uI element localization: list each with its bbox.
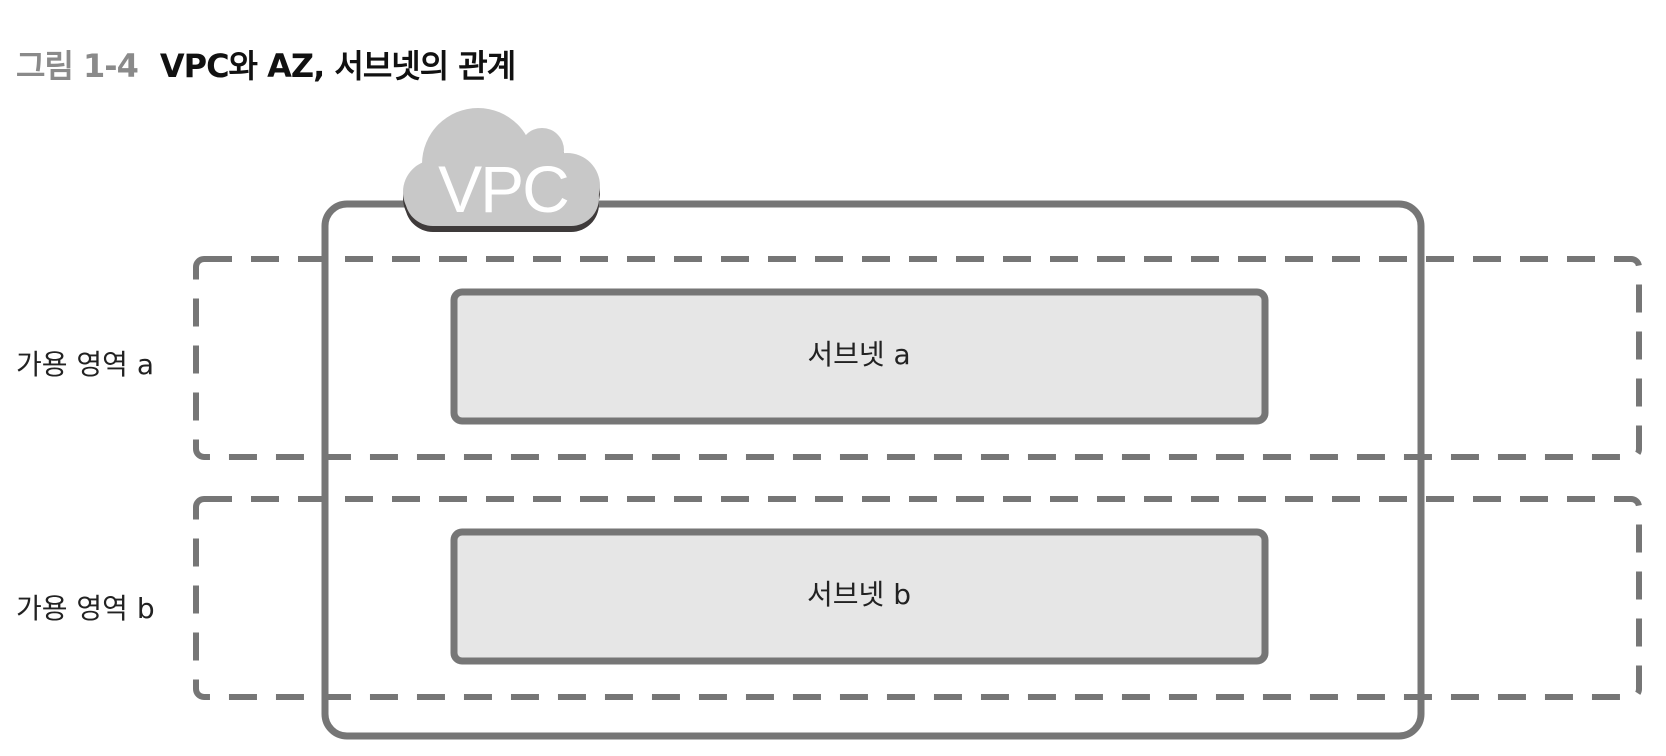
cloud-icon: VPC — [403, 108, 600, 232]
figure-title: VPC와 AZ, 서브넷의 관계 — [159, 47, 516, 85]
availability-zone-b-box — [193, 496, 1642, 700]
subnet-b-box — [450, 528, 1269, 665]
subnet-b-label: 서브넷 b — [807, 578, 911, 611]
availability-zone-a-label: 가용 영역 a — [16, 348, 154, 381]
availability-zone-a-box — [193, 256, 1642, 460]
subnet-a-box — [450, 288, 1269, 425]
vpc-label: VPC — [438, 152, 568, 226]
figure-caption: 그림 1-4 VPC와 AZ, 서브넷의 관계 — [16, 42, 516, 86]
subnet-a-label: 서브넷 a — [807, 338, 910, 371]
figure-number: 그림 1-4 — [16, 47, 139, 85]
vpc-boundary — [321, 200, 1425, 740]
availability-zone-b-label: 가용 영역 b — [16, 592, 155, 625]
